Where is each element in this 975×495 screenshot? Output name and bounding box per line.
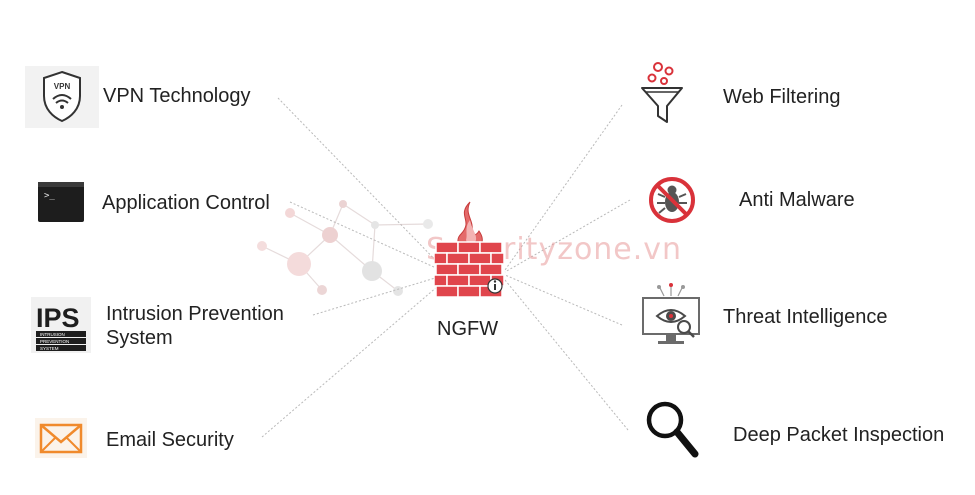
ips-icon-line2: PREVENTION	[40, 339, 69, 344]
center-label: NGFW	[437, 318, 499, 340]
connector-app-control	[289, 201, 446, 273]
connector-anti-malware	[504, 199, 631, 273]
ips-icon: IPS INTRUSION PREVENTION SYSTEM	[31, 297, 91, 358]
monitor-eye-icon	[640, 282, 702, 353]
ips-icon-big-text: IPS	[36, 303, 80, 333]
firewall-icon	[433, 198, 506, 305]
svg-text:>_: >_	[44, 191, 55, 201]
no-bug-icon	[647, 175, 697, 230]
feature-label-threat-intel: Threat Intelligence	[723, 306, 888, 328]
feature-label-email: Email Security	[106, 429, 234, 451]
magnifier-icon	[643, 398, 699, 465]
vpn-shield-icon: VPN	[25, 66, 99, 133]
connector-email	[261, 279, 446, 438]
connector-vpn	[277, 97, 446, 271]
connector-dpi	[504, 279, 629, 431]
feature-label-app-control: Application Control	[102, 192, 270, 214]
connector-web-filtering	[504, 104, 623, 271]
connector-threat-intel	[504, 274, 623, 326]
feature-label-web-filtering: Web Filtering	[723, 86, 841, 108]
feature-label-dpi: Deep Packet Inspection	[733, 424, 945, 446]
feature-label-vpn: VPN Technology	[103, 85, 251, 107]
terminal-icon: >_	[38, 182, 84, 227]
envelope-icon	[35, 418, 87, 463]
feature-label-anti-malware: Anti Malware	[739, 189, 855, 211]
svg-text:VPN: VPN	[54, 82, 71, 91]
ips-icon-line1: INTRUSION	[40, 332, 65, 337]
network-graph-decoration	[257, 200, 433, 296]
feature-label-ips: Intrusion Prevention System	[106, 303, 284, 349]
connector-ips	[312, 274, 446, 316]
ips-icon-line3: SYSTEM	[40, 346, 59, 351]
funnel-icon	[638, 60, 688, 131]
